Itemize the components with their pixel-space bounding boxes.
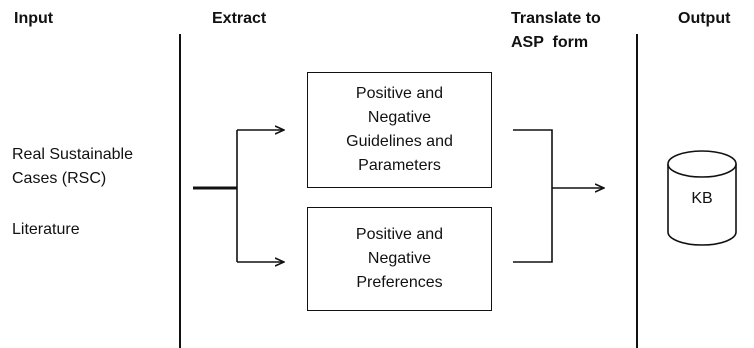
- kb-label: KB: [691, 190, 713, 207]
- guidelines-line: Negative: [367, 109, 432, 126]
- merge-bracket: [513, 129, 553, 263]
- header-translate-line1: Translate to: [511, 10, 601, 27]
- guidelines-line: Positive and: [355, 85, 444, 102]
- preferences-box: Positive and Negative Preferences: [307, 207, 492, 311]
- input-rsc-line1: Real Sustainable: [12, 146, 133, 163]
- guidelines-line: Guidelines and: [346, 133, 453, 150]
- preferences-line: Preferences: [356, 274, 443, 291]
- preferences-line: Negative: [367, 250, 432, 267]
- preferences-line: Positive and: [355, 226, 444, 243]
- guidelines-line: Parameters: [358, 157, 441, 174]
- guidelines-box: Positive and Negative Guidelines and Par…: [307, 72, 492, 188]
- input-rsc-line2: Cases (RSC): [12, 170, 107, 187]
- header-extract: Extract: [212, 10, 267, 27]
- kb-cylinder-icon: [667, 150, 737, 246]
- header-output: Output: [678, 10, 731, 27]
- header-input: Input: [14, 10, 54, 27]
- header-translate-line2: ASP form: [511, 34, 589, 51]
- input-literature: Literature: [12, 221, 80, 238]
